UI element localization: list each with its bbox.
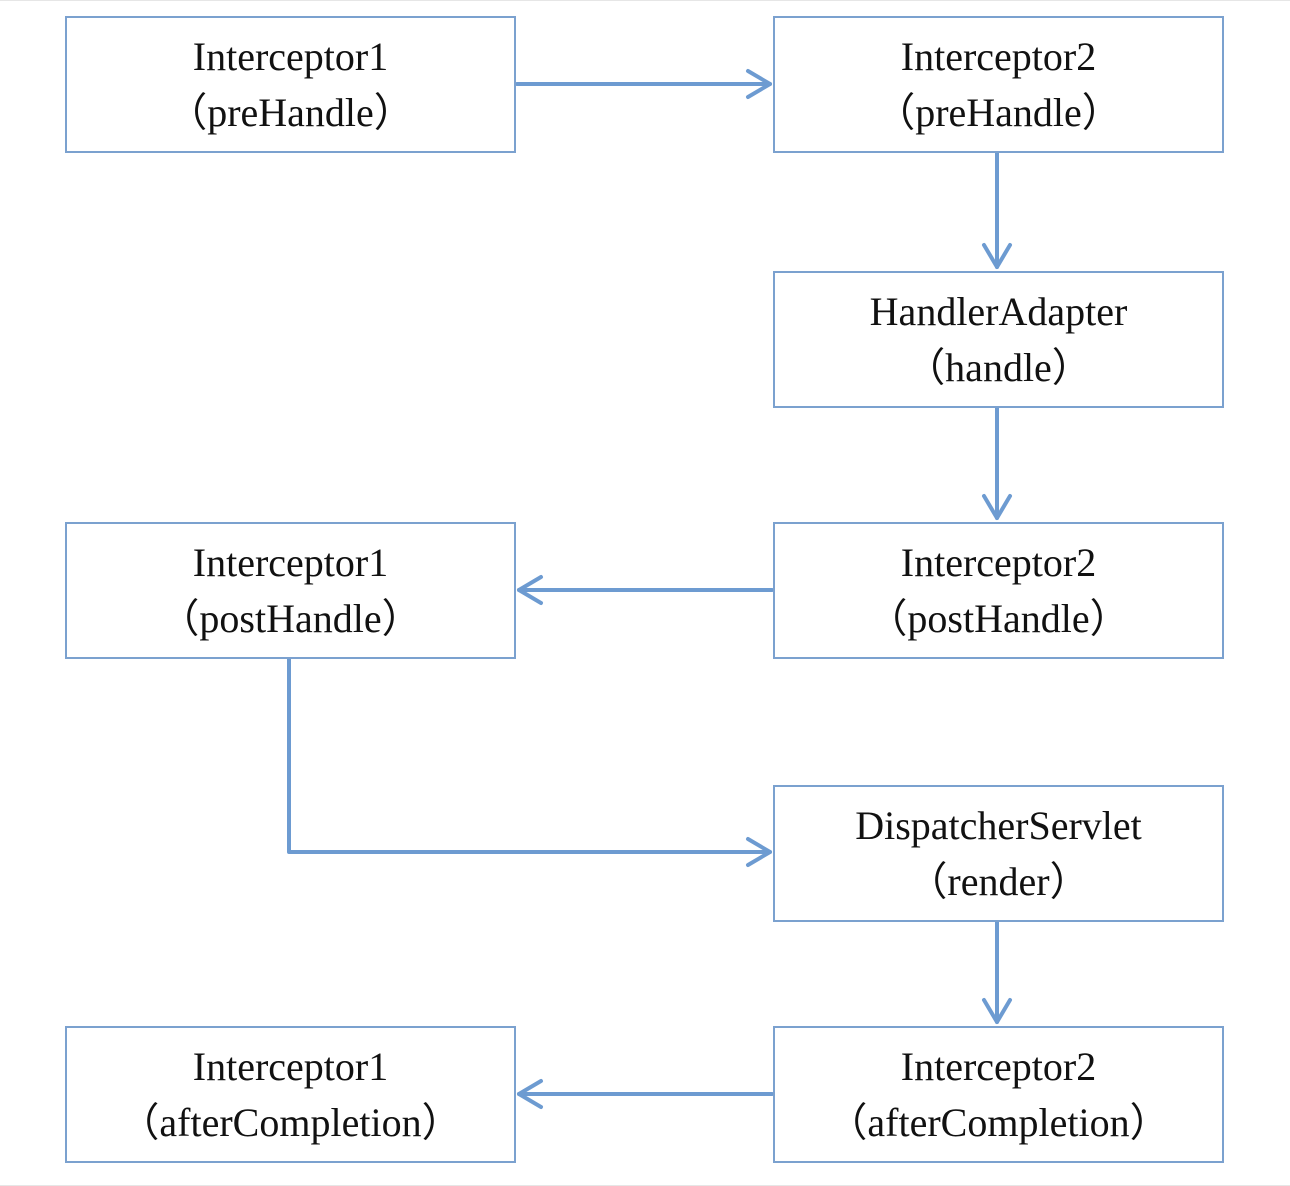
edge-i2-pre-to-handler-adapter bbox=[982, 151, 1012, 269]
top-border-line bbox=[0, 0, 1290, 1]
dispatcher-servlet-render-box: DispatcherServlet （render） bbox=[773, 785, 1224, 922]
interceptor2-aftercompletion-box: Interceptor2 （afterCompletion） bbox=[773, 1026, 1224, 1163]
node-method: （postHandle） bbox=[159, 595, 422, 641]
interceptor2-prehandle-box: Interceptor2 （preHandle） bbox=[773, 16, 1224, 153]
node-method: （afterCompletion） bbox=[119, 1099, 462, 1145]
node-title: HandlerAdapter bbox=[869, 288, 1128, 334]
node-title: Interceptor1 bbox=[192, 33, 389, 79]
interceptor1-prehandle-box: Interceptor1 （preHandle） bbox=[65, 16, 516, 153]
node-title: DispatcherServlet bbox=[855, 802, 1142, 848]
node-title: Interceptor2 bbox=[900, 33, 1097, 79]
interceptor1-aftercompletion-box: Interceptor1 （afterCompletion） bbox=[65, 1026, 516, 1163]
node-title: Interceptor1 bbox=[192, 1043, 389, 1089]
interceptor1-posthandle-box: Interceptor1 （postHandle） bbox=[65, 522, 516, 659]
node-method: （handle） bbox=[905, 344, 1092, 390]
edge-dispatcher-to-i2-after bbox=[982, 920, 1012, 1024]
node-method: （afterCompletion） bbox=[827, 1099, 1170, 1145]
edge-i2-after-to-i1-after bbox=[517, 1079, 774, 1109]
handler-adapter-handle-box: HandlerAdapter （handle） bbox=[773, 271, 1224, 408]
node-method: （postHandle） bbox=[867, 595, 1130, 641]
edge-i1-pre-to-i2-pre bbox=[515, 69, 772, 99]
edge-i2-post-to-i1-post bbox=[517, 575, 774, 605]
node-title: Interceptor2 bbox=[900, 1043, 1097, 1089]
edge-i1-post-to-dispatcher bbox=[287, 657, 772, 867]
node-method: （render） bbox=[907, 858, 1090, 904]
node-method: （preHandle） bbox=[167, 89, 414, 135]
edge-handler-adapter-to-i2-post bbox=[982, 406, 1012, 520]
node-method: （preHandle） bbox=[875, 89, 1122, 135]
node-title: Interceptor2 bbox=[900, 539, 1097, 585]
interceptor2-posthandle-box: Interceptor2 （postHandle） bbox=[773, 522, 1224, 659]
node-title: Interceptor1 bbox=[192, 539, 389, 585]
